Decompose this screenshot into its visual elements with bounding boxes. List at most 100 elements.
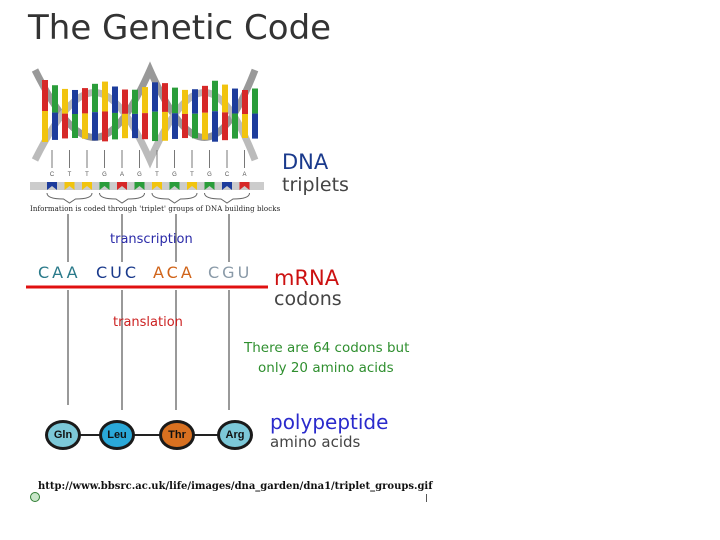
amino-acid-node: Gln	[45, 420, 81, 450]
helix-rung	[252, 88, 258, 114]
amino-acid-node: Arg	[217, 420, 253, 450]
triplet-bracket	[99, 192, 145, 204]
helix-rung	[242, 89, 248, 114]
base-marker	[222, 182, 232, 190]
page-title: The Genetic Code	[28, 8, 332, 48]
base-letter: A	[120, 172, 124, 178]
helix-rung	[122, 89, 128, 114]
helix-rung	[242, 113, 248, 139]
helix-rung	[182, 113, 188, 139]
helix-rung	[42, 111, 48, 142]
base-letter: T	[85, 172, 89, 178]
base-letter: C	[225, 172, 230, 178]
base-marker	[82, 182, 92, 190]
connector-lines	[67, 214, 230, 410]
helix-rung	[212, 80, 218, 112]
triplet-brackets	[46, 192, 250, 204]
source-url: http://www.bbsrc.ac.uk/life/images/dna_g…	[38, 481, 433, 492]
helix-rung	[172, 113, 178, 139]
helix-rung	[92, 112, 98, 141]
dna-label: DNA	[282, 150, 329, 174]
base-letter: T	[68, 172, 72, 178]
mrna-label: mRNA	[274, 266, 340, 290]
triplet-bracket	[46, 192, 93, 204]
helix-rung	[172, 87, 178, 114]
base-marker	[64, 182, 75, 190]
helix-rung	[112, 86, 118, 113]
helix-rung	[192, 89, 198, 114]
codon-note-line1: There are 64 codons but	[244, 340, 410, 356]
base-marker	[187, 182, 197, 190]
helix-rung	[52, 85, 58, 113]
helix-rungs	[42, 80, 258, 142]
helix-rung	[72, 113, 78, 139]
base-letter: C	[50, 172, 55, 178]
base-marker	[152, 182, 162, 190]
dna-backbone-bar	[30, 182, 264, 190]
helix-rung	[92, 83, 98, 113]
helix-rung	[182, 89, 188, 114]
tick-mark	[426, 494, 427, 502]
helix-rung	[202, 85, 208, 113]
helix-rung	[222, 112, 228, 141]
helix-rung	[152, 82, 158, 112]
helix-rung	[82, 88, 88, 114]
helix-rung	[102, 111, 108, 142]
helix-rung	[112, 112, 118, 140]
helix-rung	[162, 111, 168, 141]
base-marker	[117, 182, 127, 190]
base-letter: G	[207, 172, 212, 178]
base-letter: G	[102, 172, 107, 178]
mrna-codon: CAA	[38, 263, 81, 282]
triplet-bracket	[151, 192, 198, 204]
helix-rung	[202, 112, 208, 140]
helix-rung	[212, 111, 218, 142]
base-marker	[204, 182, 215, 190]
small-circle-icon	[30, 492, 40, 502]
helix-rung	[62, 113, 68, 139]
helix-rung	[142, 113, 148, 140]
triplets-label: triplets	[282, 174, 349, 196]
base-letter: T	[190, 172, 194, 178]
base-marker	[239, 182, 250, 190]
mrna-codon: ACA	[153, 263, 195, 282]
helix-rung	[152, 111, 158, 142]
helix-rung	[72, 89, 78, 114]
helix-rung	[232, 88, 238, 114]
codons-label: codons	[274, 288, 342, 310]
base-marker	[134, 182, 145, 190]
dna-caption: Information is coded through 'triplet' g…	[30, 205, 281, 213]
helix-rung	[162, 83, 168, 112]
translation-label: translation	[113, 315, 183, 330]
transcription-label: transcription	[110, 232, 193, 247]
helix-rung	[252, 113, 258, 139]
amino-acid-node: Leu	[99, 420, 135, 450]
amino-acid-node: Thr	[159, 420, 195, 450]
helix-rung	[62, 88, 68, 114]
polypeptide-label: polypeptide	[270, 410, 389, 434]
helix-rung	[52, 112, 58, 140]
helix-rung	[132, 113, 138, 139]
codon-note-line2: only 20 amino acids	[258, 360, 394, 376]
helix-rung	[232, 113, 238, 139]
base-letter: T	[155, 172, 159, 178]
base-marker	[99, 182, 110, 190]
mrna-codon: CUC	[96, 263, 140, 282]
helix-rung	[122, 113, 128, 139]
base-letter: A	[242, 172, 246, 178]
helix-rung	[142, 87, 148, 114]
helix-rung	[82, 113, 88, 139]
helix-rung	[42, 80, 48, 111]
helix-rung	[222, 84, 228, 113]
base-marker	[169, 182, 180, 190]
base-marker	[47, 182, 57, 190]
triplet-bracket	[204, 192, 250, 204]
base-letter: G	[172, 172, 177, 178]
mrna-codon: CGU	[208, 263, 253, 282]
helix-rung	[192, 113, 198, 139]
helix-rung	[132, 89, 138, 114]
amino-acids-label: amino acids	[270, 433, 361, 451]
